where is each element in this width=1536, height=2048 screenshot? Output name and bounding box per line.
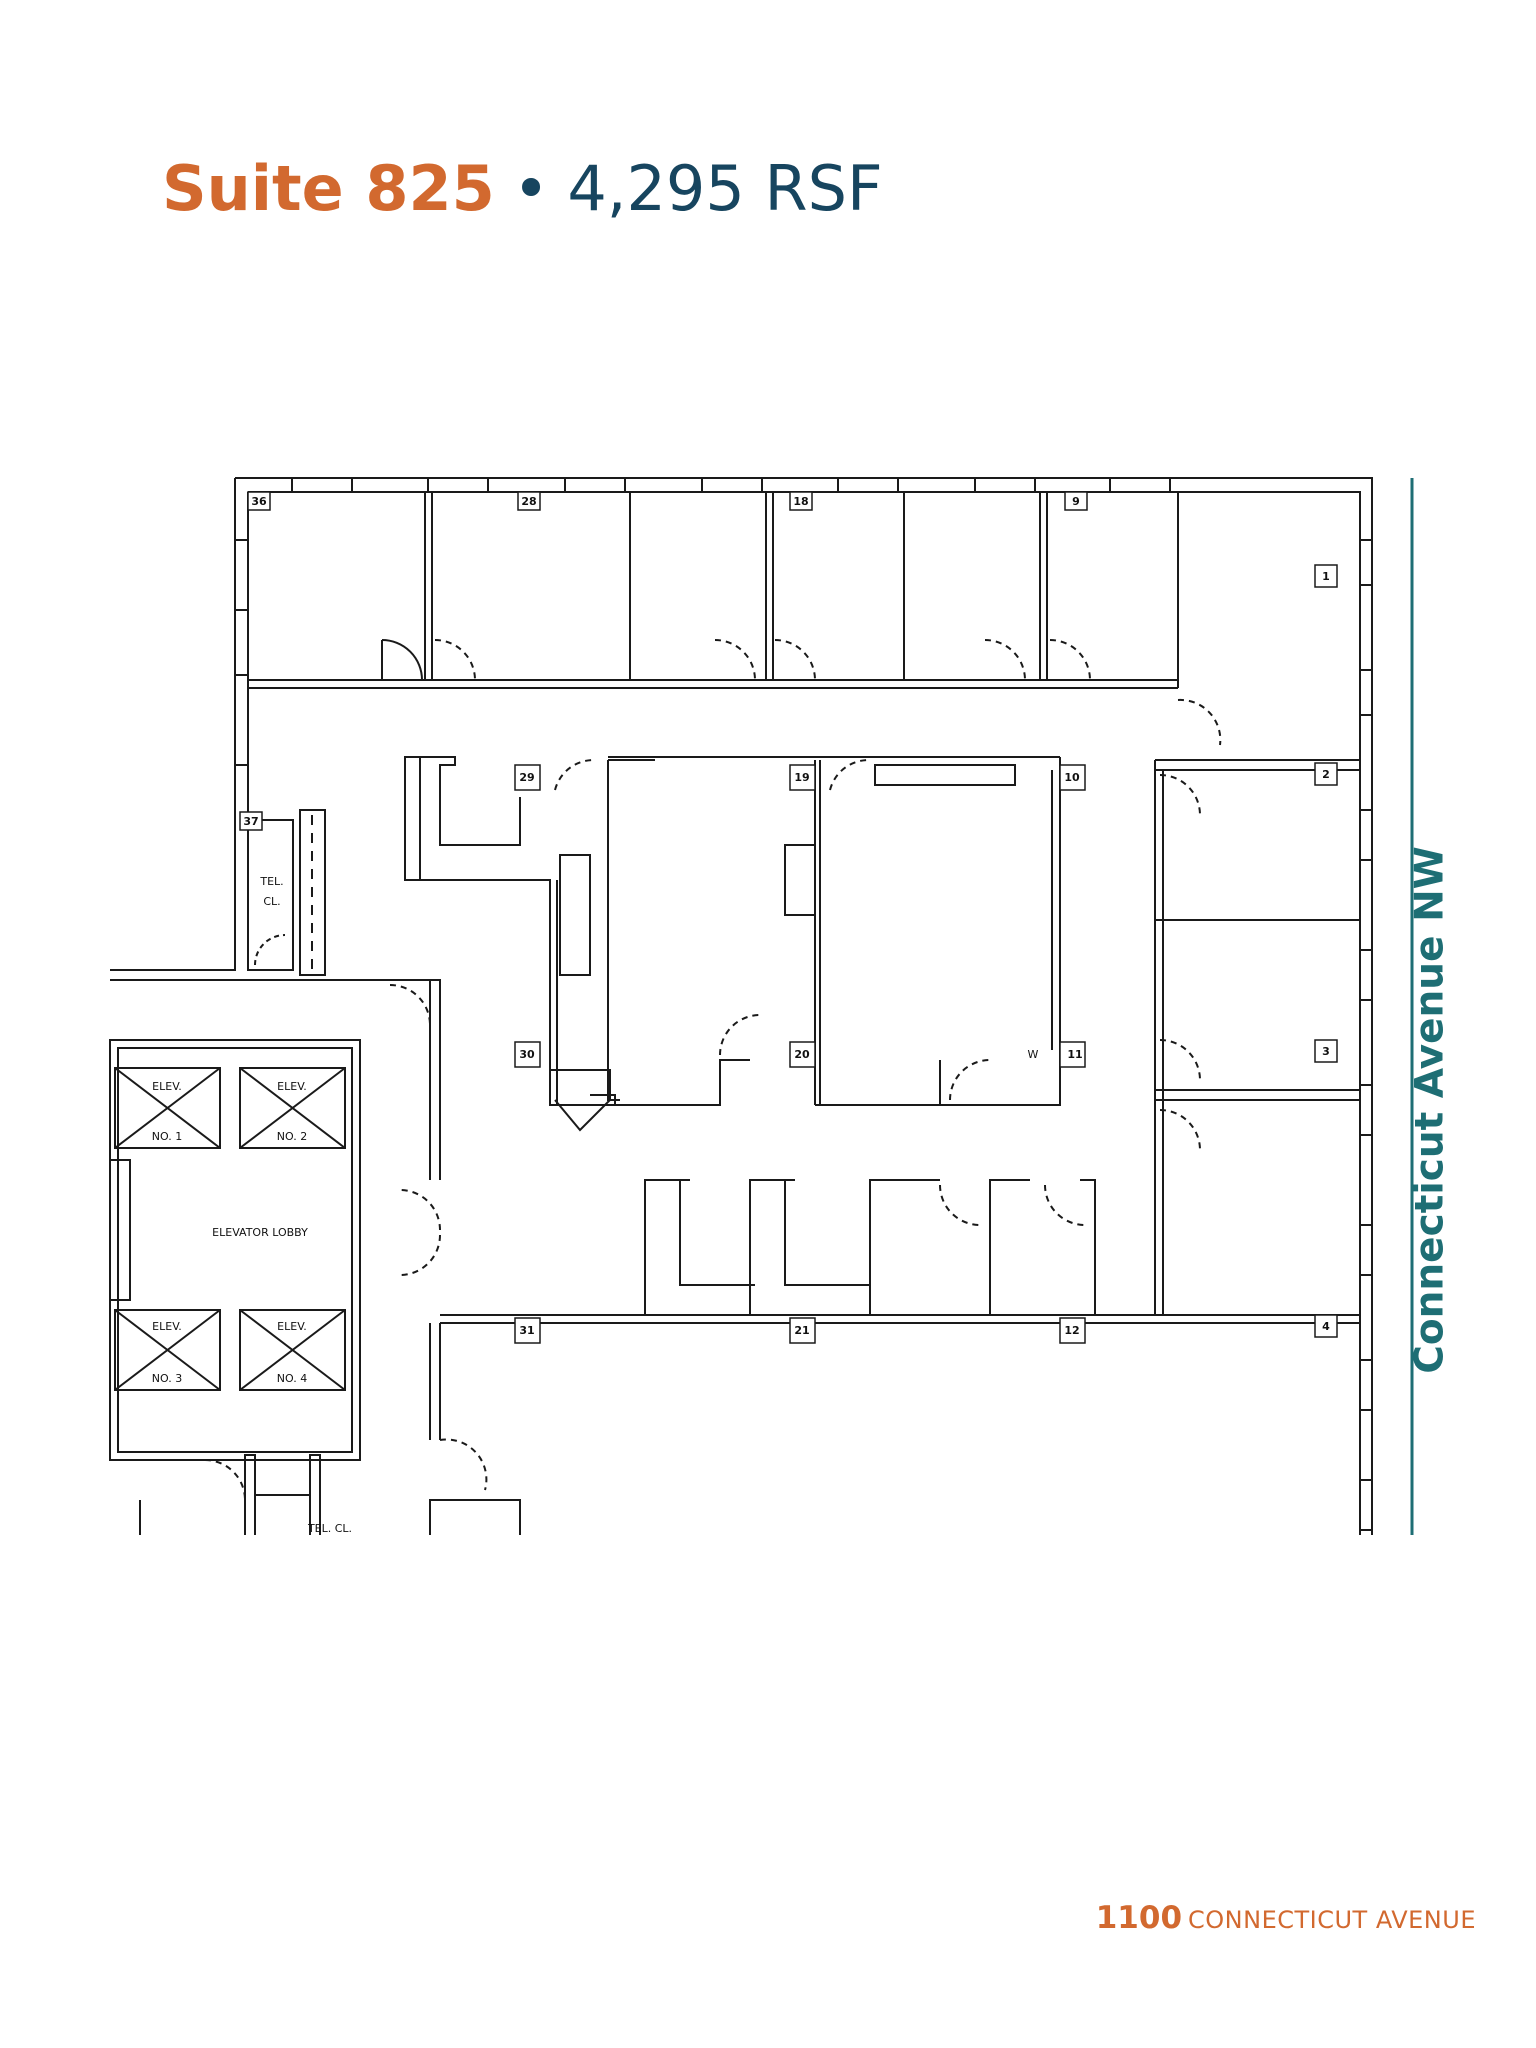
column-label: 3 (1322, 1045, 1330, 1058)
column-label: 2 (1322, 768, 1330, 781)
elevator-label: ELEV. (277, 1320, 307, 1333)
column-marker (1314, 1314, 1338, 1338)
column-marker (789, 764, 816, 791)
core-rooms (404, 756, 1061, 1132)
suite-area: 4,295 RSF (567, 152, 883, 225)
w-label: W (1028, 1048, 1039, 1061)
elevator-label: ELEV. (152, 1320, 182, 1333)
column-label: 18 (793, 495, 808, 508)
elevator-number: NO. 4 (277, 1372, 307, 1385)
elevator-bank (109, 1039, 361, 1461)
column-marker (514, 1041, 541, 1068)
column-marker (1314, 762, 1338, 786)
footer-number: 1100 (1095, 1900, 1183, 1936)
column-marker (239, 811, 263, 831)
column-label: 10 (1064, 771, 1080, 784)
column-marker (1064, 491, 1088, 511)
column-marker (1314, 1039, 1338, 1063)
page-title: Suite 825•4,295 RSF (162, 158, 883, 220)
column-markers (239, 491, 1338, 1344)
column-label: 20 (794, 1048, 810, 1061)
column-label: 21 (794, 1324, 809, 1337)
elevator-label: ELEV. (277, 1080, 307, 1093)
column-label: 36 (251, 495, 267, 508)
column-label: 12 (1064, 1324, 1079, 1337)
east-offices (1154, 698, 1360, 1315)
column-marker (789, 1317, 816, 1344)
elevator-label: ELEV. (152, 1080, 182, 1093)
column-marker (789, 491, 813, 511)
suite-number: Suite 825 (162, 152, 495, 225)
tel-closet-bottom-label: TEL. CL. (307, 1522, 352, 1535)
column-label: 19 (794, 771, 809, 784)
column-label: 4 (1322, 1320, 1330, 1333)
elevator-number: NO. 3 (152, 1372, 182, 1385)
street-label: Connecticut Avenue NW (1407, 846, 1453, 1374)
column-label: 37 (243, 815, 258, 828)
window-bumps (234, 477, 1373, 1531)
footer-name: CONNECTICUT AVENUE (1188, 1906, 1476, 1934)
column-label: 28 (521, 495, 536, 508)
corridor-west (300, 979, 488, 1491)
elevator-number: NO. 2 (277, 1130, 307, 1143)
column-marker (1059, 764, 1086, 791)
south-offices (399, 1179, 1360, 1324)
column-marker (247, 491, 271, 511)
column-marker (1059, 1041, 1086, 1068)
column-label: 29 (519, 771, 534, 784)
tel-closet-label: TEL. (259, 875, 283, 888)
column-marker (1059, 1317, 1086, 1344)
column-marker (514, 764, 541, 791)
tel-closet (247, 809, 326, 976)
column-marker (514, 1317, 541, 1344)
column-labels: 36 28 18 9 1 2 3 4 29 19 10 30 20 11 31 … (243, 495, 1330, 1337)
column-label: 31 (519, 1324, 534, 1337)
column-label: 11 (1067, 1048, 1082, 1061)
column-marker (1314, 564, 1338, 588)
tel-closet-sublabel: CL. (263, 895, 280, 908)
room-labels: ELEV. NO. 1 ELEV. NO. 2 ELEV. NO. 3 ELEV… (152, 875, 1039, 1535)
column-label: 1 (1322, 570, 1330, 583)
title-separator: • (512, 152, 550, 225)
north-offices (248, 492, 1179, 689)
south-partial-rooms (139, 1454, 521, 1535)
elevator-number: NO. 1 (152, 1130, 182, 1143)
column-marker (517, 491, 541, 511)
column-marker (789, 1041, 816, 1068)
column-label: 30 (519, 1048, 535, 1061)
elevator-lobby-label: ELEVATOR LOBBY (212, 1226, 308, 1239)
column-label: 9 (1072, 495, 1080, 508)
